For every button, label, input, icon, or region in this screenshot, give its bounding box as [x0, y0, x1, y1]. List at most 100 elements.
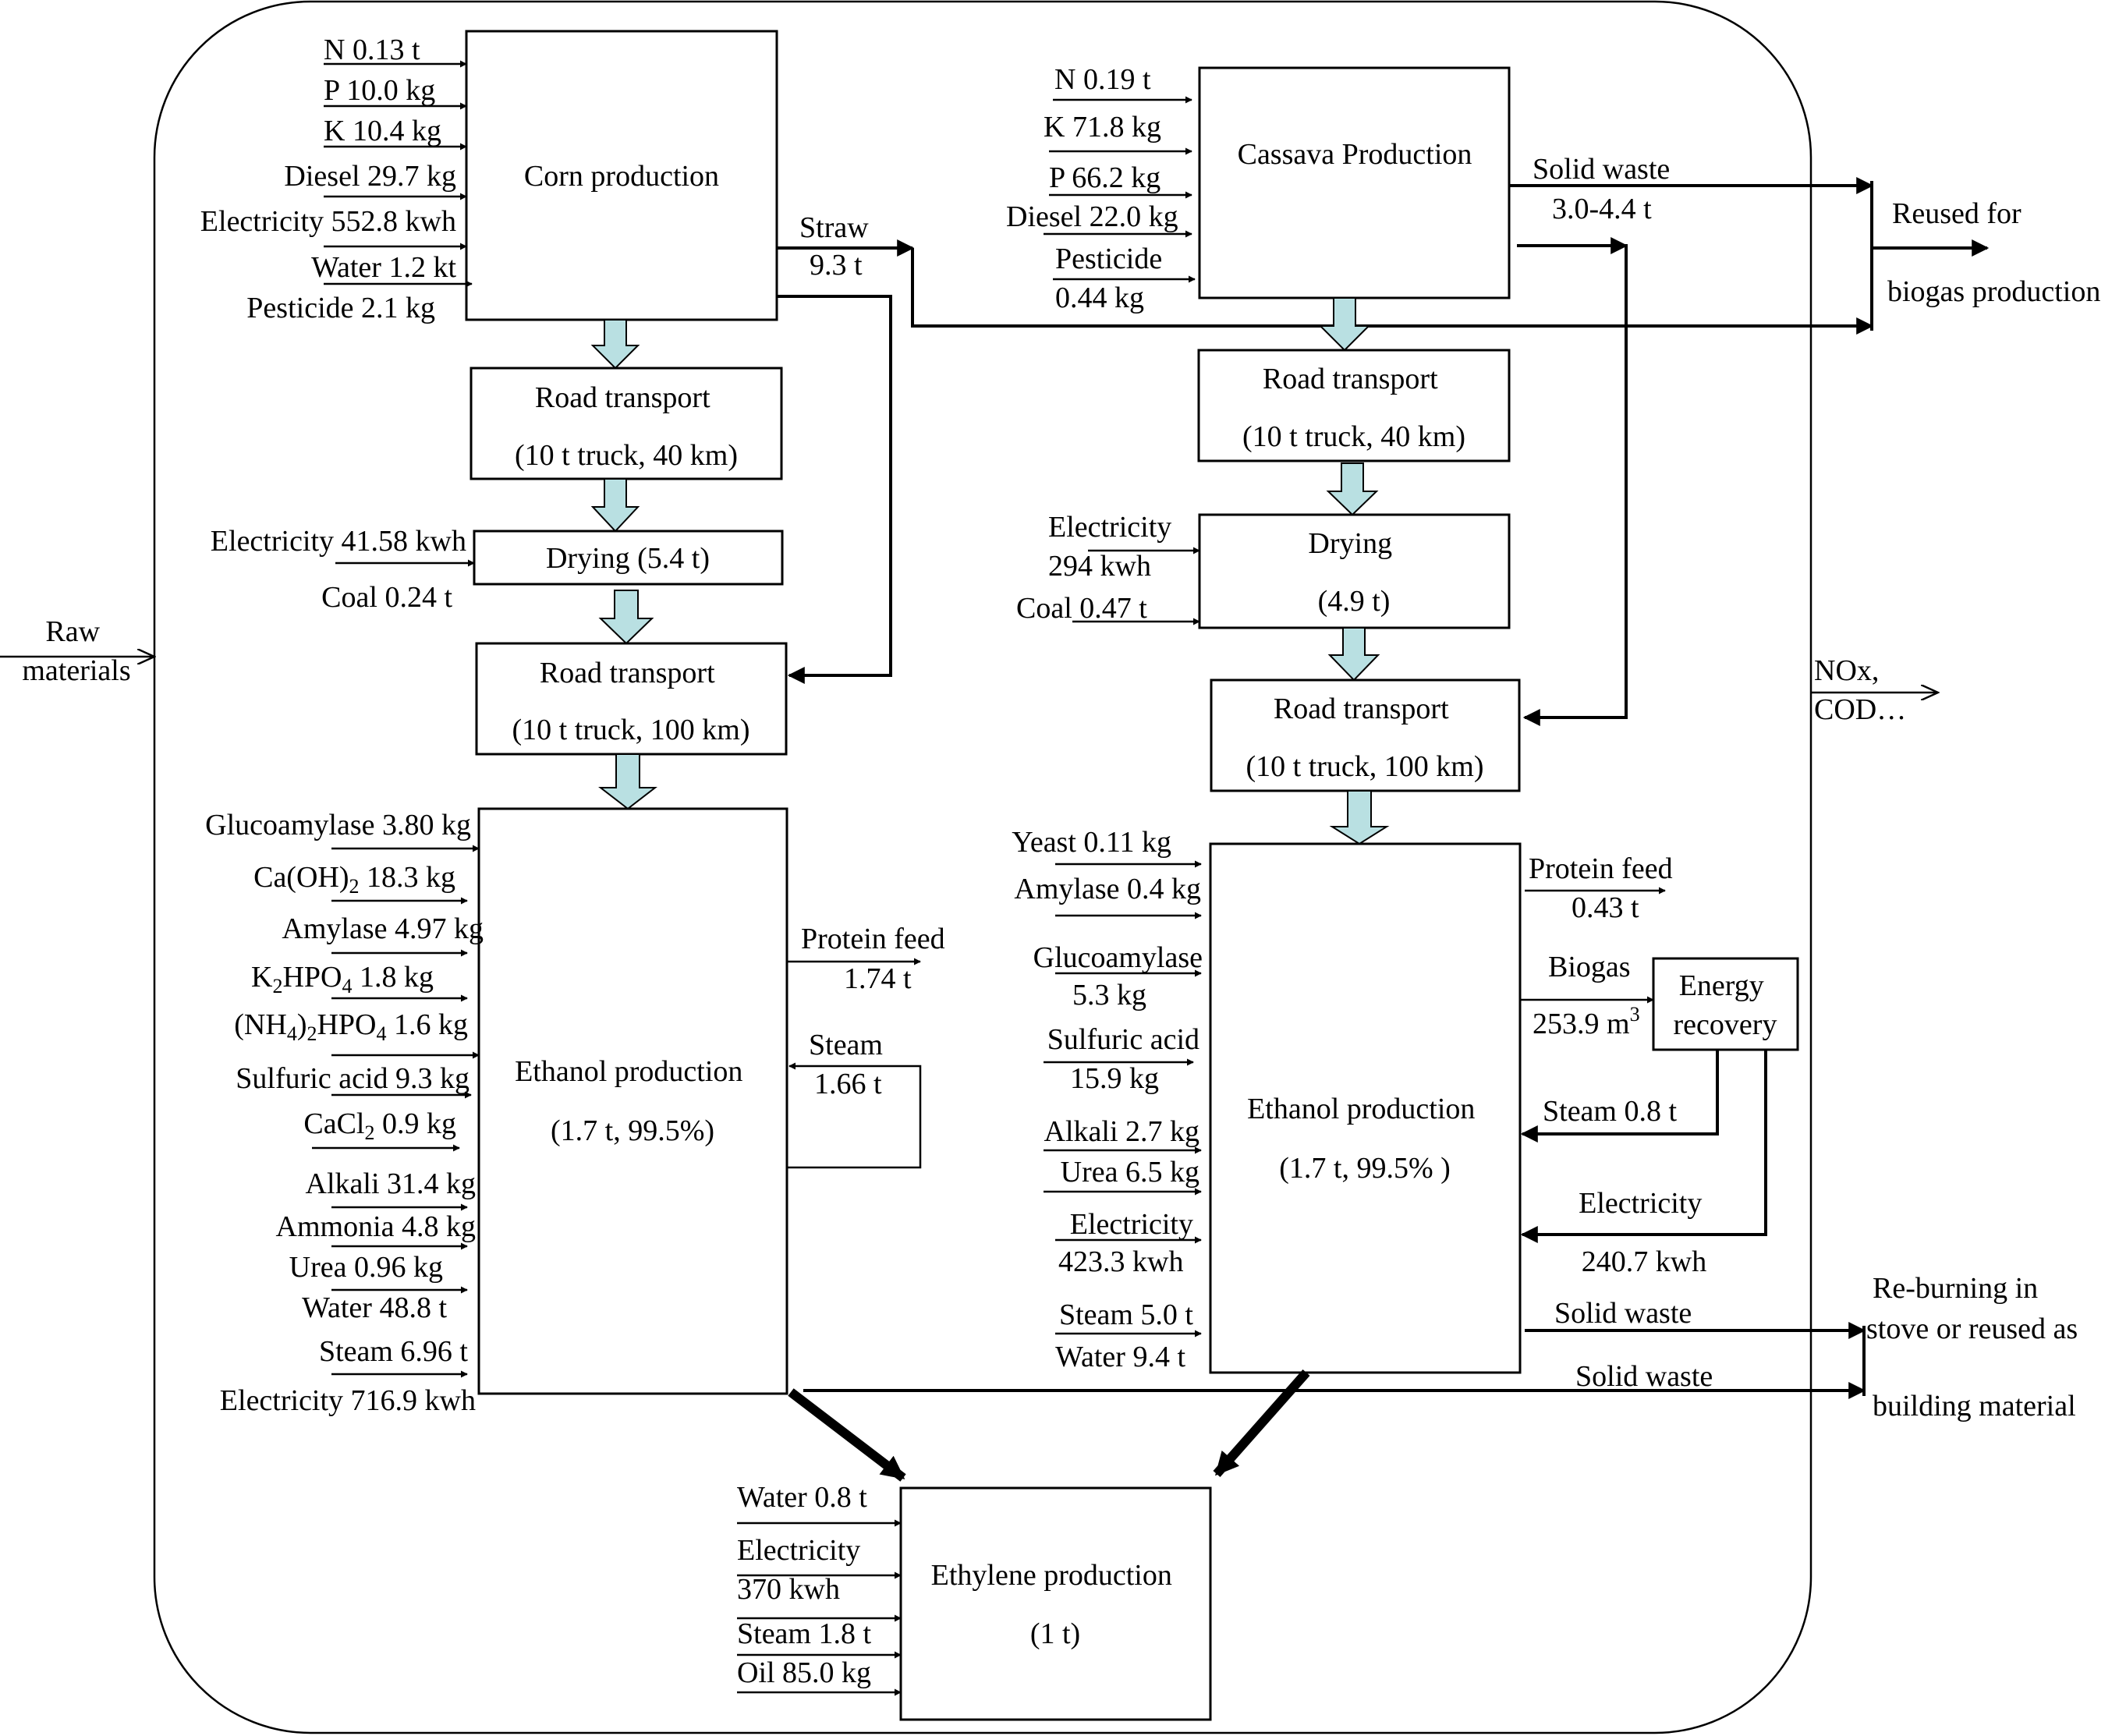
cassava-input-pesticide-value: 0.44 kg: [1055, 282, 1144, 314]
urea-input: Urea 0.96 kg: [289, 1251, 443, 1284]
emissions-label: NOx, COD…: [1814, 654, 1906, 726]
cassava-inputs: N 0.19 t K 71.8 kg P 66.2 kg Diesel 22.0…: [1006, 63, 1196, 314]
ammonia-input: Ammonia 4.8 kg: [276, 1210, 476, 1243]
cassava-water-input: Water 9.4 t: [1055, 1341, 1185, 1373]
ethylene-label: Ethylene production (1 t): [931, 1559, 1180, 1650]
cassava-urea-input: Urea 6.5 kg: [1061, 1156, 1199, 1189]
biogas-label: Biogas: [1548, 951, 1631, 983]
cassava-glucoamylase-value: 5.3 kg: [1072, 979, 1146, 1011]
cassava-drying-box: [1198, 513, 1511, 629]
cassava-road-transport-2-label: Road transport (10 t truck, 100 km): [1246, 693, 1483, 783]
corn-solid-waste-label: Solid waste: [1575, 1360, 1713, 1393]
corn-flow-arrow-4: [598, 753, 657, 810]
cassava-ethanol-box: [1209, 842, 1522, 1374]
cassava-drying-label: Drying (4.9 t): [1308, 527, 1399, 618]
ethylene-water-input: Water 0.8 t: [737, 1481, 867, 1514]
reuse-biogas-label: Reused for biogas production: [1887, 197, 2100, 308]
k2hpo4-input: K2HPO4 1.8 kg: [251, 961, 434, 997]
cassava-protein-feed-label: Protein feed 0.43 t: [1529, 852, 1680, 924]
cassava-glucoamylase-input: Glucoamylase: [1033, 941, 1203, 974]
corn-steam-loop: [787, 1062, 922, 1169]
cassava-amylase-input: Amylase 0.4 kg: [1014, 873, 1201, 905]
cassava-input-pesticide: Pesticide: [1055, 243, 1162, 275]
corn-to-ethylene-arrow: [788, 1388, 906, 1482]
electricity-return-line: [1520, 1050, 1767, 1243]
corn-production-label: Corn production: [524, 160, 719, 193]
cassava-ethanol-inputs: Yeast 0.11 kg Amylase 0.4 kg Glucoamylas…: [1012, 826, 1203, 1373]
caoh2-input: Ca(OH)2 18.3 kg: [253, 861, 455, 898]
nh4-2hpo4-input: (NH4)2HPO4 1.6 kg: [234, 1008, 468, 1045]
cassava-input-k: K 71.8 kg: [1044, 111, 1161, 143]
water-input: Water 48.8 t: [302, 1291, 447, 1324]
energy-recovery-label: Energy recovery: [1674, 969, 1777, 1041]
cassava-electricity-value: 423.3 kwh: [1058, 1245, 1183, 1278]
corn-input-pesticide: Pesticide 2.1 kg: [246, 292, 435, 324]
cassava-solid-waste-bottom-label: Solid waste: [1554, 1297, 1692, 1330]
corn-flow-arrow-2: [590, 478, 640, 533]
ethylene-electricity-input: Electricity: [737, 1534, 860, 1567]
cassava-production-box: [1198, 66, 1511, 299]
corn-flow-arrow-1: [590, 319, 640, 370]
cassava-flow-arrow-4: [1329, 790, 1390, 845]
corn-road-transport-2-label: Road transport (10 t truck, 100 km): [512, 657, 749, 746]
ethylene-oil-input: Oil 85.0 kg: [737, 1656, 871, 1689]
cassava-input-n: N 0.19 t: [1054, 63, 1151, 96]
energy-recovery-box: [1652, 957, 1799, 1051]
cassava-waste-to-transport: [1517, 244, 1628, 726]
corn-inputs: N 0.13 t P 10.0 kg K 10.4 kg Diesel 29.7…: [200, 34, 473, 324]
yeast-input: Yeast 0.11 kg: [1012, 826, 1171, 859]
corn-input-diesel: Diesel 29.7 kg: [284, 160, 456, 193]
steam-input: Steam 6.96 t: [319, 1335, 468, 1368]
ethylene-electricity-value: 370 kwh: [737, 1573, 840, 1606]
corn-input-k: K 10.4 kg: [324, 115, 441, 147]
corn-input-n: N 0.13 t: [324, 34, 420, 66]
steam-return-label: Steam 0.8 t: [1543, 1095, 1677, 1128]
cassava-input-diesel: Diesel 22.0 kg: [1006, 200, 1178, 233]
corn-flow-arrow-3: [598, 590, 654, 645]
straw-label: Straw 9.3 t: [799, 211, 876, 282]
electricity-return-label: Electricity 240.7 kwh: [1579, 1187, 1710, 1278]
corn-input-water: Water 1.2 kt: [311, 251, 456, 284]
cassava-road-transport-1-label: Road transport (10 t truck, 40 km): [1242, 363, 1465, 453]
raw-materials-label: Raw materials: [22, 615, 130, 687]
system-boundary: [153, 0, 1812, 1734]
corn-ethanol-label: Ethanol production (1.7 t, 99.5%): [515, 1055, 750, 1147]
cassava-electricity-input: Electricity: [1070, 1208, 1193, 1241]
cacl2-input: CaCl2 0.9 kg: [303, 1107, 456, 1144]
cassava-flow-arrow-2: [1326, 462, 1379, 516]
cassava-road-transport-1-box: [1197, 349, 1511, 462]
steam-return-line: [1520, 1050, 1719, 1143]
corn-road-transport-1-box: [470, 367, 783, 480]
cassava-to-ethylene-arrow: [1213, 1369, 1310, 1477]
corn-input-p: P 10.0 kg: [324, 74, 435, 107]
cassava-steam-input: Steam 5.0 t: [1059, 1298, 1193, 1331]
cassava-drying-electricity: Electricity 294 kwh: [1048, 511, 1179, 583]
corn-ethanol-inputs: Glucoamylase 3.80 kg Ca(OH)2 18.3 kg Amy…: [205, 809, 484, 1417]
corn-protein-feed-label: Protein feed 1.74 t: [801, 923, 952, 995]
alkali-input: Alkali 31.4 kg: [306, 1167, 476, 1200]
ethylene-box: [899, 1486, 1212, 1721]
ethylene-steam-input: Steam 1.8 t: [737, 1617, 871, 1650]
corn-drying-electricity: Electricity 41.58 kwh: [211, 525, 466, 558]
ethylene-inputs: Water 0.8 t Electricity 370 kwh Steam 1.…: [737, 1481, 902, 1696]
sulfuric-acid-input: Sulfuric acid 9.3 kg: [236, 1062, 470, 1095]
corn-steam-label: Steam 1.66 t: [809, 1029, 890, 1100]
cassava-flow-arrow-3: [1327, 627, 1380, 682]
cassava-drying-coal: Coal 0.47 t: [1016, 592, 1147, 625]
cassava-sulfuric-acid-input: Sulfuric acid: [1047, 1023, 1199, 1056]
electricity-input: Electricity 716.9 kwh: [220, 1384, 476, 1417]
corn-drying-label: Drying (5.4 t): [546, 542, 710, 575]
corn-drying-coal: Coal 0.24 t: [321, 581, 452, 614]
glucoamylase-input: Glucoamylase 3.80 kg: [205, 809, 471, 841]
cassava-alkali-input: Alkali 2.7 kg: [1044, 1115, 1199, 1148]
straw-to-biogas-line: [911, 248, 1874, 335]
corn-drying-box: [473, 530, 784, 586]
biogas-volume: 253.9 m3: [1533, 1003, 1640, 1040]
reuse-building-label: Re-burning in stove or reused as buildin…: [1866, 1272, 2085, 1422]
cassava-production-label: Cassava Production: [1238, 138, 1472, 171]
cassava-flow-arrow-1: [1318, 297, 1371, 352]
corn-production-box: [465, 30, 778, 321]
cassava-road-transport-2-box: [1210, 678, 1521, 792]
cassava-solid-waste-label: Solid waste 3.0-4.4 t: [1533, 153, 1678, 225]
